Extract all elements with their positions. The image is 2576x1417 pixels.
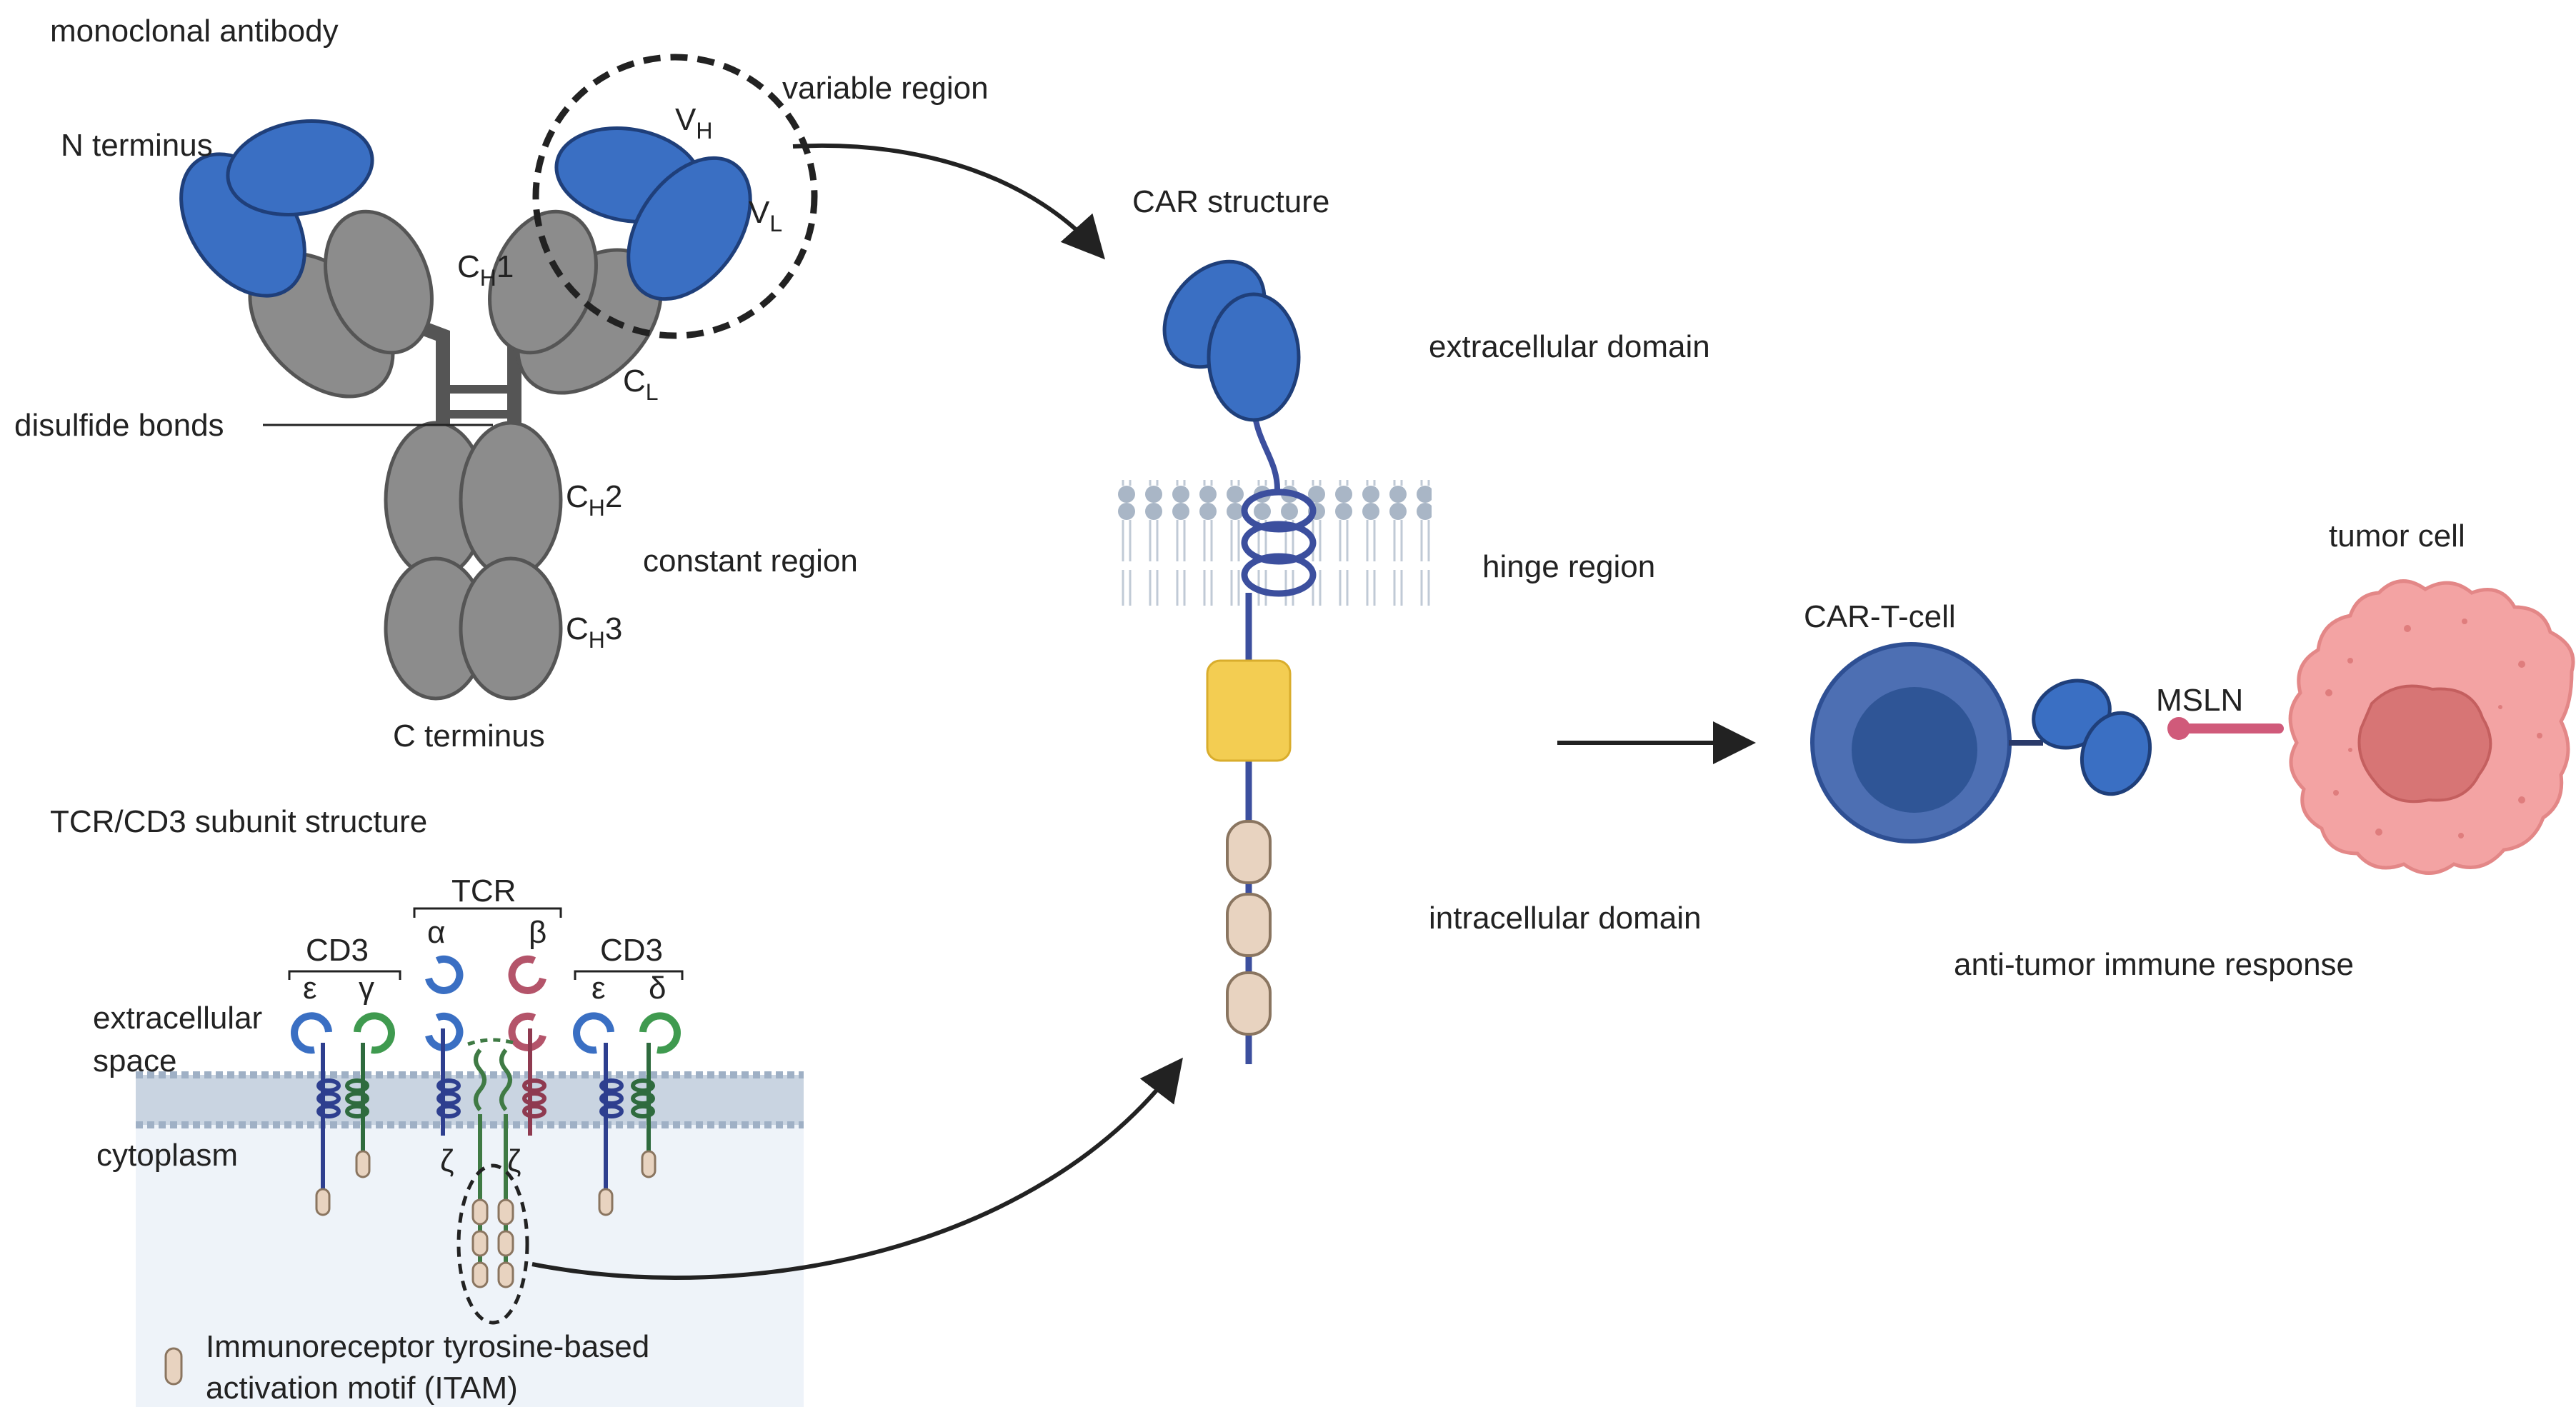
cd3-delta-tm [631,1078,655,1118]
cd3-epsilon-left-tm [316,1078,341,1118]
tumor-speckles [2325,619,2542,838]
tcr-alpha-chain [425,955,464,1051]
ch3-label: CH3 [566,611,622,653]
cd3-left-label: CD3 [306,933,369,968]
gamma-label: γ [359,971,374,1006]
right-light-constant-domain [488,209,598,355]
cytoplasm-region [136,1125,804,1407]
variable-region-circle [532,54,818,339]
cd3-epsilon-left-chain [291,1012,332,1054]
itam-dashed-circle [456,1163,529,1325]
cd3-left-bracket [288,970,401,980]
zeta-left-label: ζ [440,1143,454,1178]
cd3-gamma-tm [345,1078,369,1118]
c-terminus-label: C terminus [393,718,545,753]
cd3-epsilon-right-tm [599,1078,624,1118]
epsilon-right-label: ε [591,971,606,1006]
cytoplasm-label: cytoplasm [96,1138,238,1173]
cd3-right-label: CD3 [600,933,663,968]
vh-label: VH [675,102,712,144]
cd3-gamma-itam [355,1150,371,1178]
arrow-itam-to-car [531,1057,1183,1280]
tcr-label: TCR [451,873,516,908]
right-light-variable-domain [626,156,752,301]
n-terminus-label: N terminus [61,128,213,163]
car-itam-2 [1226,893,1272,957]
beta-label: β [529,915,546,950]
zeta-dashed-cap [467,1038,519,1046]
arrow-variable-to-car [792,143,1106,260]
tumor-cell-label: tumor cell [2329,519,2465,554]
itam-legend-line-2: activation motif (ITAM) [206,1371,518,1406]
tcr-title: TCR/CD3 subunit structure [50,804,427,839]
tcr-bracket [413,907,562,918]
left-light-constant-domain [324,209,434,355]
tcr-beta-tm [522,1078,546,1118]
hinge-region-label: hinge region [1482,549,1655,584]
ch3-right-domain [459,556,563,701]
ch1-label: CH1 [457,249,514,291]
alpha-label: α [427,915,445,950]
extracellular-domain-label: extracellular domain [1429,329,1710,364]
tcr-cd3-diagram: TCR/CD3 subunit structure CD3 TCR CD3 ε … [50,804,804,1407]
vl-label: VL [749,195,782,236]
cl-label: CL [623,364,659,405]
immune-response-label: anti-tumor immune response [1954,947,2354,982]
tcr-beta-chain [508,955,546,1051]
cd3-epsilon-left-itam [315,1188,331,1216]
itam-legend-line-1: Immunoreceptor tyrosine-based [206,1329,649,1364]
cd3-delta-chain [639,1012,681,1054]
constant-region-label: constant region [643,544,858,579]
ch2-right-domain [459,421,563,579]
left-light-variable-domain [226,119,374,216]
tcr-alpha-tm [436,1078,461,1118]
itam-legend-icon [164,1347,183,1386]
cart-scfv-right [2080,711,2152,796]
msln-head [2167,717,2190,740]
msln-label: MSLN [2156,683,2243,718]
cd3-gamma-chain [354,1012,395,1054]
car-title: CAR structure [1132,184,1329,219]
ch2-label: CH2 [566,479,622,521]
antibody-diagram: monoclonal antibody N terminus v [14,14,989,753]
car-diagram: CAR structure extracellular domain hinge… [1114,184,1710,1064]
tumor-nucleus [2357,684,2492,803]
car-membrane [1114,480,1432,606]
car-itam-1 [1226,820,1272,884]
car-transmembrane-coil [1241,489,1317,597]
car-itam-3 [1226,971,1272,1036]
disulfide-bond-lines [443,385,514,419]
cart-cell-nucleus [1852,687,1977,813]
epsilon-left-label: ε [303,971,317,1006]
variable-region-label: variable region [782,71,989,106]
zeta-itams [471,1198,514,1288]
cd3-epsilon-right-chain [573,1012,614,1054]
disulfide-bonds-label: disulfide bonds [14,408,224,443]
cd3-delta-itam [641,1150,657,1178]
zeta-right-label: ζ [507,1143,521,1178]
delta-label: δ [649,971,667,1006]
tcr-membrane [136,1075,804,1125]
extracellular-label: extracellular [93,1001,262,1036]
cell-interaction: tumor cell CAR-T-cell MSLN anti-tumor im… [1804,519,2575,982]
car-scfv-right [1207,292,1301,422]
cd3-right-bracket [574,970,684,980]
cart-cell-label: CAR-T-cell [1804,599,1956,634]
space-label: space [93,1043,176,1078]
cd3-epsilon-right-itam [598,1188,614,1216]
intracellular-domain-label: intracellular domain [1429,901,1702,936]
antibody-title: monoclonal antibody [50,14,339,49]
car-costimulatory-domain [1206,659,1292,762]
